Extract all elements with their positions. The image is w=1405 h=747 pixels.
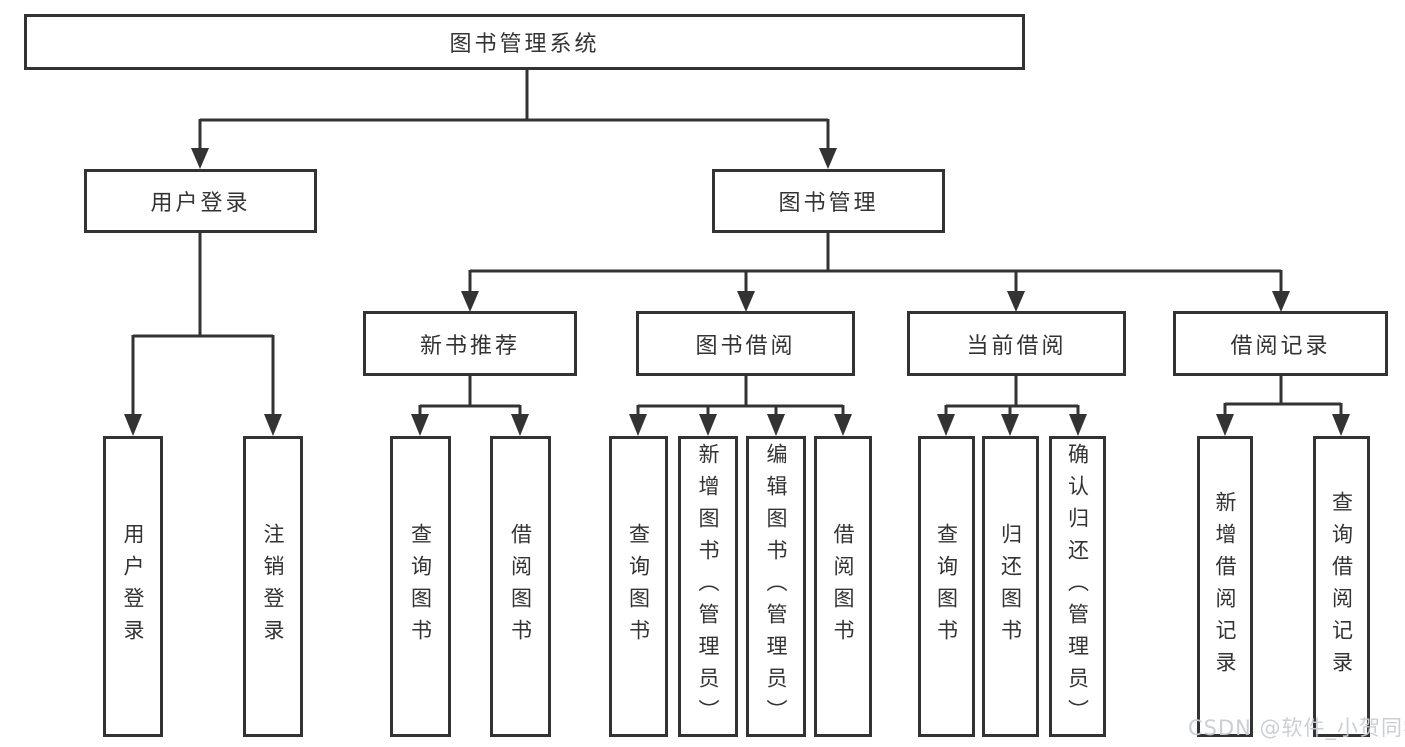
leaf-borrow-books-2: 借阅图书 xyxy=(814,436,872,737)
leaf-user-login: 用户登录 xyxy=(103,436,163,737)
leaf-confirm-return-admin: 确认归还（管理员） xyxy=(1049,436,1106,737)
arrowheads xyxy=(124,148,1350,436)
node-new-book-recommend-label: 新书推荐 xyxy=(419,333,520,359)
node-borrow-records-label: 借阅记录 xyxy=(1230,333,1331,359)
node-root-label: 图书管理系统 xyxy=(449,32,600,57)
node-current-borrow-label: 当前借阅 xyxy=(966,333,1067,359)
node-root: 图书管理系统 xyxy=(24,14,1025,70)
node-book-borrow-label: 图书借阅 xyxy=(695,333,796,359)
leaf-return-book-label: 归还图书 xyxy=(998,522,1023,651)
leaf-add-book-admin: 新增图书（管理员） xyxy=(678,436,738,737)
node-book-management-label: 图书管理 xyxy=(778,191,879,216)
csdn-watermark: CSDN @软件_小贺同学 xyxy=(1188,716,1405,740)
leaf-query-books-current: 查询图书 xyxy=(918,436,975,737)
leaf-query-borrow-record-label: 查询借阅记录 xyxy=(1329,490,1354,683)
node-user-login: 用户登录 xyxy=(84,169,317,233)
leaf-query-books-borrow-label: 查询图书 xyxy=(626,522,651,651)
leaf-add-borrow-record: 新增借阅记录 xyxy=(1197,436,1253,737)
leaf-add-book-admin-label: 新增图书（管理员） xyxy=(696,442,720,731)
leaf-query-books-borrow: 查询图书 xyxy=(609,436,668,737)
leaf-edit-book-admin: 编辑图书（管理员） xyxy=(746,436,806,737)
leaf-borrow-books-recommend-label: 借阅图书 xyxy=(508,522,533,651)
leaf-query-books-recommend-label: 查询图书 xyxy=(408,522,433,651)
leaf-borrow-books-2-label: 借阅图书 xyxy=(831,522,855,651)
node-book-borrow: 图书借阅 xyxy=(636,311,855,376)
leaf-edit-book-admin-label: 编辑图书（管理员） xyxy=(764,442,788,731)
leaf-borrow-books-recommend: 借阅图书 xyxy=(490,436,551,737)
node-user-login-label: 用户登录 xyxy=(150,191,251,216)
leaf-logout-login-label: 注销登录 xyxy=(261,522,285,651)
leaf-return-book: 归还图书 xyxy=(982,436,1039,737)
leaf-query-books-recommend: 查询图书 xyxy=(390,436,451,737)
node-book-management: 图书管理 xyxy=(712,169,945,233)
node-current-borrow: 当前借阅 xyxy=(907,311,1126,376)
leaf-query-books-current-label: 查询图书 xyxy=(934,522,959,651)
leaf-query-borrow-record: 查询借阅记录 xyxy=(1313,436,1370,737)
leaf-confirm-return-admin-label: 确认归还（管理员） xyxy=(1065,442,1090,731)
leaf-add-borrow-record-label: 新增借阅记录 xyxy=(1213,490,1237,683)
leaf-logout-login: 注销登录 xyxy=(243,436,303,737)
node-borrow-records: 借阅记录 xyxy=(1173,311,1388,376)
node-new-book-recommend: 新书推荐 xyxy=(363,311,577,376)
leaf-user-login-label: 用户登录 xyxy=(121,522,145,651)
